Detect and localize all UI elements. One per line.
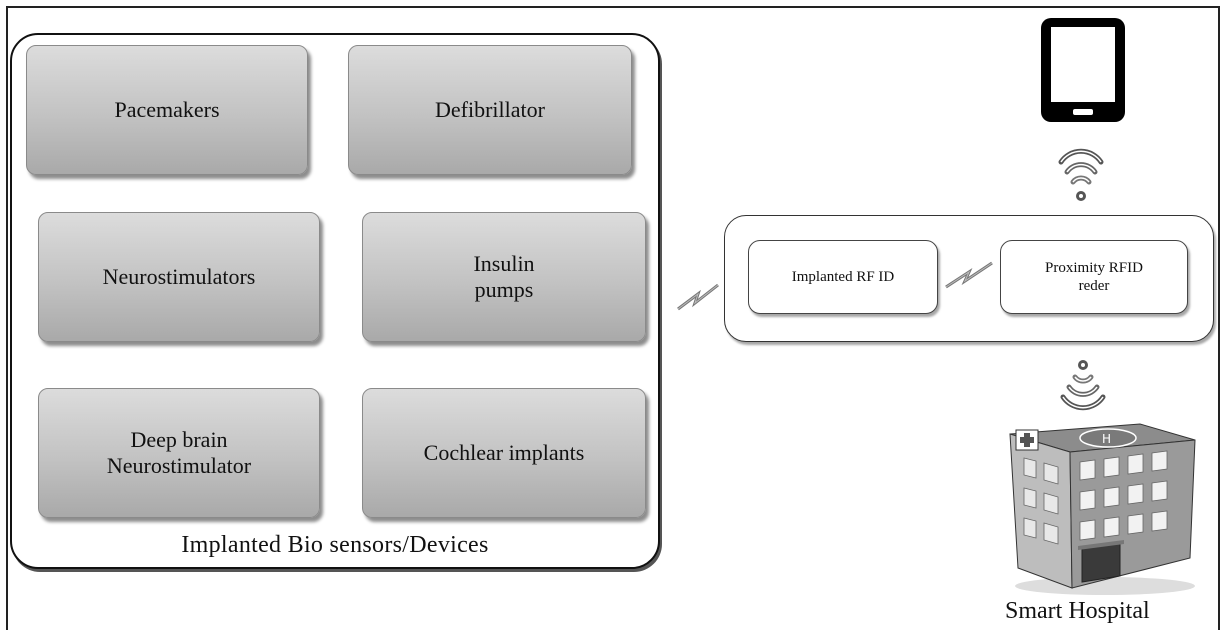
wireless-signal-icon xyxy=(1058,148,1104,201)
lightning-link-icon xyxy=(945,261,993,289)
implanted-rfid-label: Implanted RF ID xyxy=(791,269,895,285)
device-cochlear-implants: Cochlear implants xyxy=(362,388,646,518)
device-label: Cochlear implants xyxy=(423,440,585,465)
device-label: Deep brain Neurostimulator xyxy=(106,427,252,478)
device-label: Pacemakers xyxy=(114,97,220,122)
smart-hospital-label: Smart Hospital xyxy=(1005,598,1150,624)
tablet-icon xyxy=(1041,18,1125,122)
device-label: Insulin pumps xyxy=(473,251,535,302)
hospital-building-icon: H xyxy=(1009,423,1196,595)
device-deep-brain-neurostimulator: Deep brain Neurostimulator xyxy=(38,388,320,518)
device-label: Neurostimulators xyxy=(102,264,256,289)
device-pacemakers: Pacemakers xyxy=(26,45,308,175)
proximity-rfid-reader-label: Proximity RFID reder xyxy=(1045,260,1143,294)
device-insulin-pumps: Insulin pumps xyxy=(362,212,646,342)
implanted-devices-label: Implanted Bio sensors/Devices xyxy=(181,532,489,558)
lightning-link-icon xyxy=(677,283,719,311)
wireless-signal-icon xyxy=(1060,360,1106,411)
device-neurostimulators: Neurostimulators xyxy=(38,212,320,342)
svg-text:H: H xyxy=(1102,432,1111,446)
figure-border-top xyxy=(6,6,1220,8)
device-defibrillator: Defibrillator xyxy=(348,45,632,175)
device-label: Defibrillator xyxy=(435,97,545,122)
proximity-rfid-reader-box: Proximity RFID reder xyxy=(1000,240,1188,314)
figure-border-left xyxy=(6,6,8,630)
figure-border-right xyxy=(1218,6,1220,630)
implanted-rfid-box: Implanted RF ID xyxy=(748,240,938,314)
